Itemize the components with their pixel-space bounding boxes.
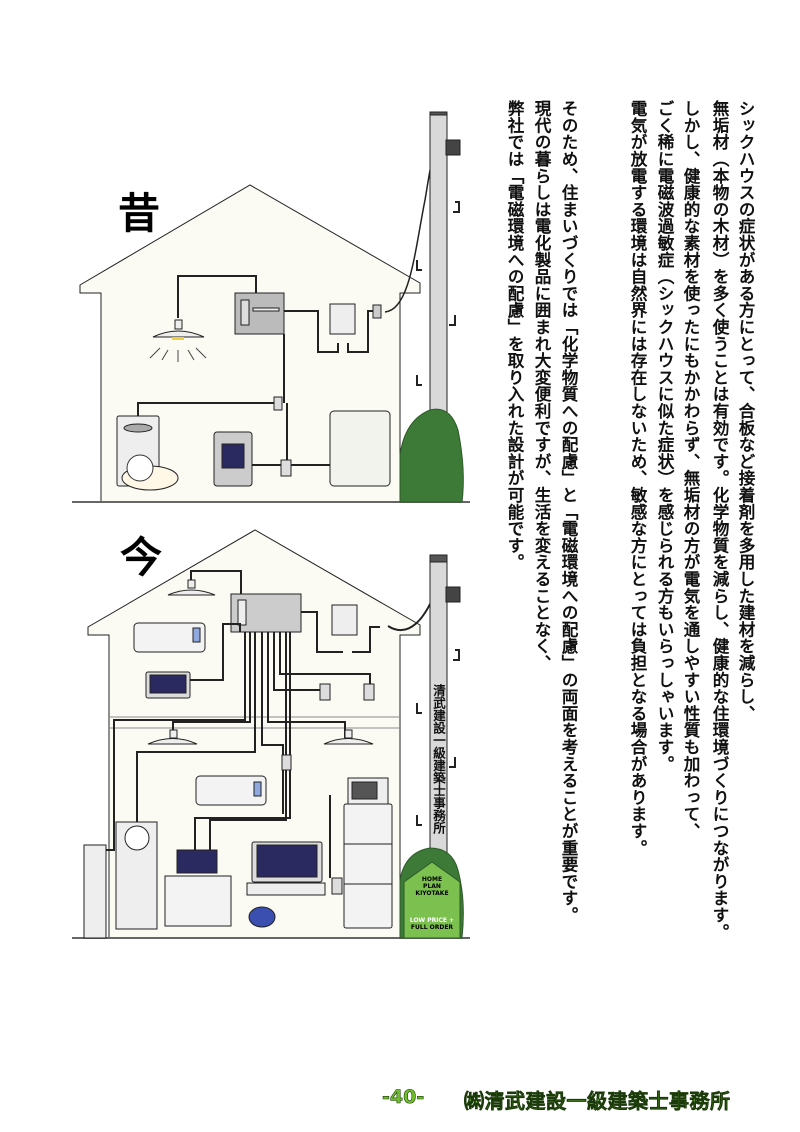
after-label: 今 xyxy=(120,533,163,582)
logo-line: PLAN xyxy=(423,883,441,890)
pole-sign: 清武建設一級建築士事務所 xyxy=(431,684,446,834)
company-logo: HOME PLAN KIYOTAKE LOW PRICE + FULL ORDE… xyxy=(404,876,460,931)
logo-line: HOME xyxy=(421,876,443,883)
footer-company-name: ㈱清武建設一級建築士事務所 xyxy=(464,1089,731,1114)
body-text-column: シックハウスの症状がある方にとって、合板など接着剤を多用した建材を減らし、 xyxy=(736,100,755,722)
body-text-column: 無垢材（本物の木材）を多く使うことは有効です。化学物質を減らし、健康的な住環境づ… xyxy=(710,100,729,940)
body-text-column: ごく稀に電磁波過敏症（シックハウスに似た症状）を感じられる方もいらっしゃいます。 xyxy=(655,100,674,772)
body-text-column: 現代の暮らしは電化製品に囲まれ大変便利ですが、生活を変えることなく、 xyxy=(532,100,551,672)
logo-tagline: LOW PRICE + xyxy=(409,917,455,924)
logo-tagline: FULL ORDER xyxy=(410,924,454,931)
body-text-column: 弊社では「電磁環境への配慮」を取り入れた設計が可能です。 xyxy=(505,100,524,571)
body-text-column: しかし、健康的な素材を使ったにもかかわらず、無垢材の方が電気を通しやすい性質も加… xyxy=(681,100,700,840)
body-text-column: 電気が放電する環境は自然界には存在しないため、敏感な方にとっては負担となる場合が… xyxy=(628,100,647,856)
before-label: 昔 xyxy=(118,189,161,238)
logo-line: KIYOTAKE xyxy=(415,890,449,897)
new-house xyxy=(72,529,470,939)
body-text-column: そのため、住まいづくりでは「化学物質への配慮」と「電磁環境への配慮」の両面を考え… xyxy=(559,100,578,924)
old-house xyxy=(72,111,470,503)
page-number: -40- xyxy=(382,1086,425,1109)
